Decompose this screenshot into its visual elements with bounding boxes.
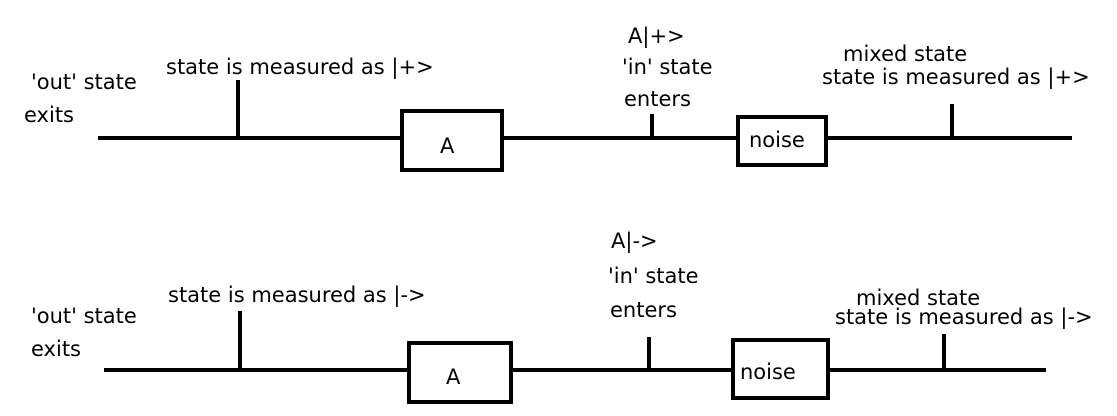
bottom-measure-label: state is measured as |-> <box>168 283 426 308</box>
bottom-applied-label: A|-> <box>611 229 658 254</box>
top-mixed-label: mixed state <box>843 42 967 66</box>
top-row: 'out' state exits state is measured as |… <box>24 24 1090 172</box>
bottom-gate-label: A <box>446 365 461 389</box>
bottom-in-label-line2: enters <box>610 298 677 322</box>
top-applied-label: A|+> <box>628 24 685 49</box>
top-in-label-line2: enters <box>624 87 691 111</box>
bottom-gate-box <box>407 341 513 404</box>
top-measure-label: state is measured as |+> <box>166 55 434 80</box>
top-noise-box <box>736 115 828 167</box>
top-gate-box <box>400 109 504 172</box>
bottom-out-label-line2: exits <box>31 337 81 361</box>
top-out-label-line2: exits <box>24 103 74 127</box>
bottom-noise-box <box>731 338 830 400</box>
bottom-row: 'out' state exits state is measured as |… <box>31 229 1093 404</box>
bottom-out-label-line1: 'out' state <box>31 304 137 328</box>
bottom-noise-label: noise <box>740 360 796 384</box>
top-measure2-label: state is measured as |+> <box>822 65 1090 90</box>
top-gate-label: A <box>440 134 455 158</box>
top-noise-label: noise <box>749 128 805 152</box>
top-in-label-line1: 'in' state <box>622 55 713 79</box>
bottom-mixed-label: mixed state <box>856 286 980 310</box>
top-out-label-line1: 'out' state <box>31 70 137 94</box>
bottom-measure2-label: state is measured as |-> <box>835 305 1093 330</box>
bottom-in-label-line1: 'in' state <box>608 264 699 288</box>
